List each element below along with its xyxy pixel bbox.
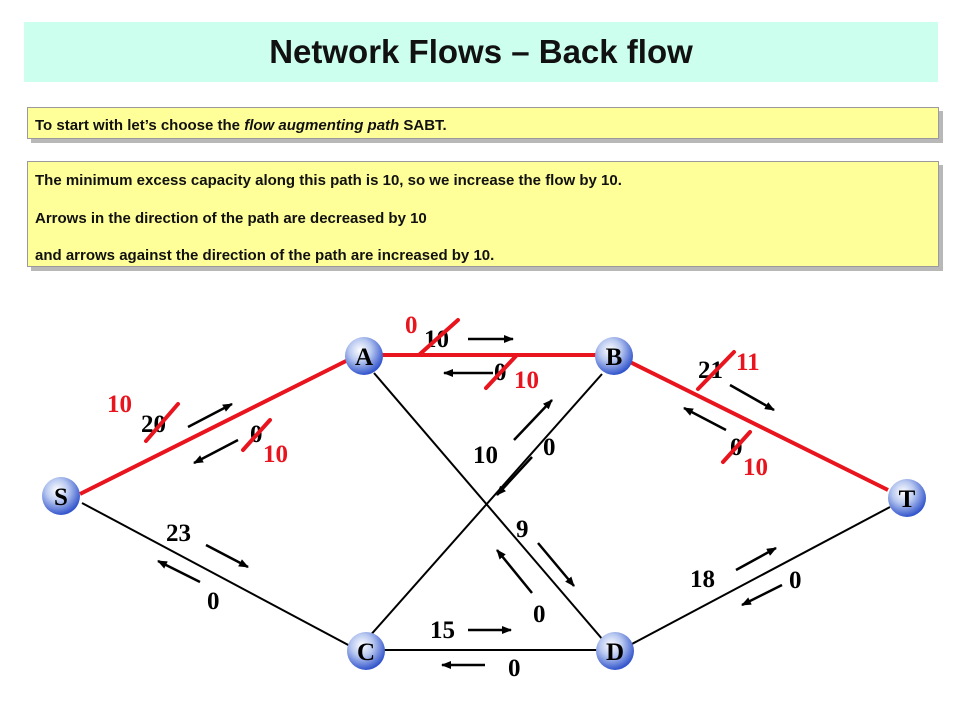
- arrow-a-d-back: [496, 549, 533, 594]
- edges: [79, 353, 891, 651]
- arrow-c-b-forward: [513, 399, 553, 441]
- intro-text-end: SABT.: [399, 117, 447, 134]
- arrow-s-a-forward: [187, 402, 233, 429]
- capacity-labels: 20 10 0 10 10 0 0 10 21 11 0 10 23 0 10 …: [107, 312, 802, 682]
- edge-c-b: [367, 373, 603, 639]
- label-s-a-back-new: 10: [263, 441, 288, 468]
- intro-text-start: To start with let’s choose the: [35, 117, 245, 134]
- edge-s-a: [79, 358, 349, 496]
- arrow-b-t-forward: [729, 383, 775, 412]
- arrow-d-t-back: [741, 583, 783, 607]
- label-c-b-back: 0: [543, 434, 556, 461]
- edge-b-t: [629, 360, 889, 492]
- label-s-a-forward-new: 10: [107, 391, 132, 418]
- arrow-d-t-forward: [735, 546, 777, 572]
- node-t-label: T: [899, 486, 916, 513]
- label-b-t-forward-old: 21: [698, 357, 723, 384]
- label-a-b-back-new: 10: [514, 367, 539, 394]
- explanation-note: The minimum excess capacity along this p…: [27, 161, 939, 267]
- node-s: S: [42, 477, 80, 515]
- strike-s-a-back: [241, 418, 272, 452]
- intro-emphasis: flow augmenting path: [244, 117, 400, 134]
- explanation-line-1: The minimum excess capacity along this p…: [35, 172, 622, 189]
- intro-note: To start with let’s choose the flow augm…: [27, 107, 939, 139]
- label-a-b-forward-new: 0: [405, 312, 418, 339]
- edge-a-d: [373, 372, 604, 641]
- node-b: B: [595, 337, 633, 375]
- node-s-label: S: [54, 484, 68, 511]
- label-c-d-forward: 15: [430, 617, 455, 644]
- strike-s-a-forward: [144, 402, 180, 443]
- node-b-label: B: [606, 344, 623, 371]
- strike-marks: [144, 318, 752, 464]
- node-a: A: [345, 337, 383, 375]
- strike-a-b-forward: [418, 318, 460, 356]
- label-c-d-back: 0: [508, 655, 521, 682]
- strike-b-t-forward: [696, 350, 736, 391]
- arrow-s-a-back: [193, 438, 239, 465]
- title-bar: Network Flows – Back flow: [24, 22, 938, 82]
- strike-a-b-back: [484, 354, 518, 390]
- arrow-s-c-forward: [205, 543, 249, 569]
- node-c-label: C: [357, 639, 375, 666]
- node-c: C: [347, 632, 385, 670]
- edge-s-c: [81, 502, 353, 648]
- page-title: Network Flows – Back flow: [269, 33, 693, 70]
- label-d-t-forward: 18: [690, 566, 715, 593]
- explanation-line-3: and arrows against the direction of the …: [35, 247, 495, 264]
- arrow-s-c-back: [157, 559, 201, 584]
- explanation-line-2: Arrows in the direction of the path are …: [35, 210, 427, 227]
- label-s-c-back: 0: [207, 588, 220, 615]
- node-a-label: A: [355, 344, 373, 371]
- arrow-c-b-back: [496, 456, 533, 496]
- label-d-t-back: 0: [789, 567, 802, 594]
- label-b-t-forward-new: 11: [736, 349, 760, 376]
- node-t: T: [888, 479, 926, 517]
- label-a-d-forward: 9: [516, 516, 529, 543]
- label-s-c-forward: 23: [166, 520, 191, 547]
- strike-b-t-back: [721, 430, 752, 464]
- node-d-label: D: [606, 639, 624, 666]
- flow-arrows: [157, 335, 783, 669]
- label-a-d-back: 0: [533, 601, 546, 628]
- edge-d-t: [629, 506, 891, 646]
- label-c-b-forward: 10: [473, 442, 498, 469]
- node-d: D: [596, 632, 634, 670]
- arrow-a-d-forward: [537, 542, 575, 587]
- arrow-b-t-back: [683, 406, 727, 432]
- label-b-t-back-new: 10: [743, 454, 768, 481]
